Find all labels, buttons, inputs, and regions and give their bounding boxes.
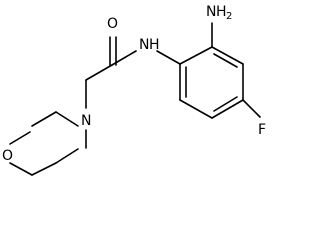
molecule-diagram: N H 2 F N H O N O bbox=[2, 4, 267, 176]
bond-morph-6 bbox=[55, 148, 79, 164]
bond-ring-2 bbox=[211, 46, 244, 65]
bond-ring-double-2 bbox=[213, 96, 238, 112]
ring-o-label: O bbox=[2, 148, 13, 164]
bond-morph-4 bbox=[9, 162, 33, 176]
bond-ring-fluorine bbox=[242, 99, 261, 118]
bond-morph-2 bbox=[31, 111, 57, 127]
morpholine-ring bbox=[9, 111, 87, 176]
benzene-ring bbox=[179, 46, 244, 119]
amino-h-label: H bbox=[216, 4, 227, 20]
amino-n-label: N bbox=[206, 4, 216, 20]
amino-h-subscript: 2 bbox=[226, 11, 232, 22]
bond-ring-amide-n bbox=[156, 50, 181, 65]
bond-morph-3 bbox=[9, 131, 31, 145]
bond-ring-5 bbox=[179, 99, 213, 119]
bond-morph-5 bbox=[31, 162, 57, 176]
bond-ring-1 bbox=[179, 46, 213, 65]
bond-carbonyl-ch2 bbox=[85, 64, 113, 81]
ring-n-label: N bbox=[81, 113, 91, 129]
bond-ring-double-1 bbox=[213, 53, 238, 68]
bond-ring-4 bbox=[211, 99, 244, 119]
fluorine-label: F bbox=[258, 122, 266, 138]
amide-h-label: H bbox=[149, 37, 160, 53]
molecule-structure: N H 2 F N H O N O bbox=[2, 4, 266, 176]
amide-n-label: N bbox=[139, 37, 149, 53]
bond-morph-1 bbox=[55, 111, 79, 127]
carbonyl-o-label: O bbox=[107, 16, 118, 32]
